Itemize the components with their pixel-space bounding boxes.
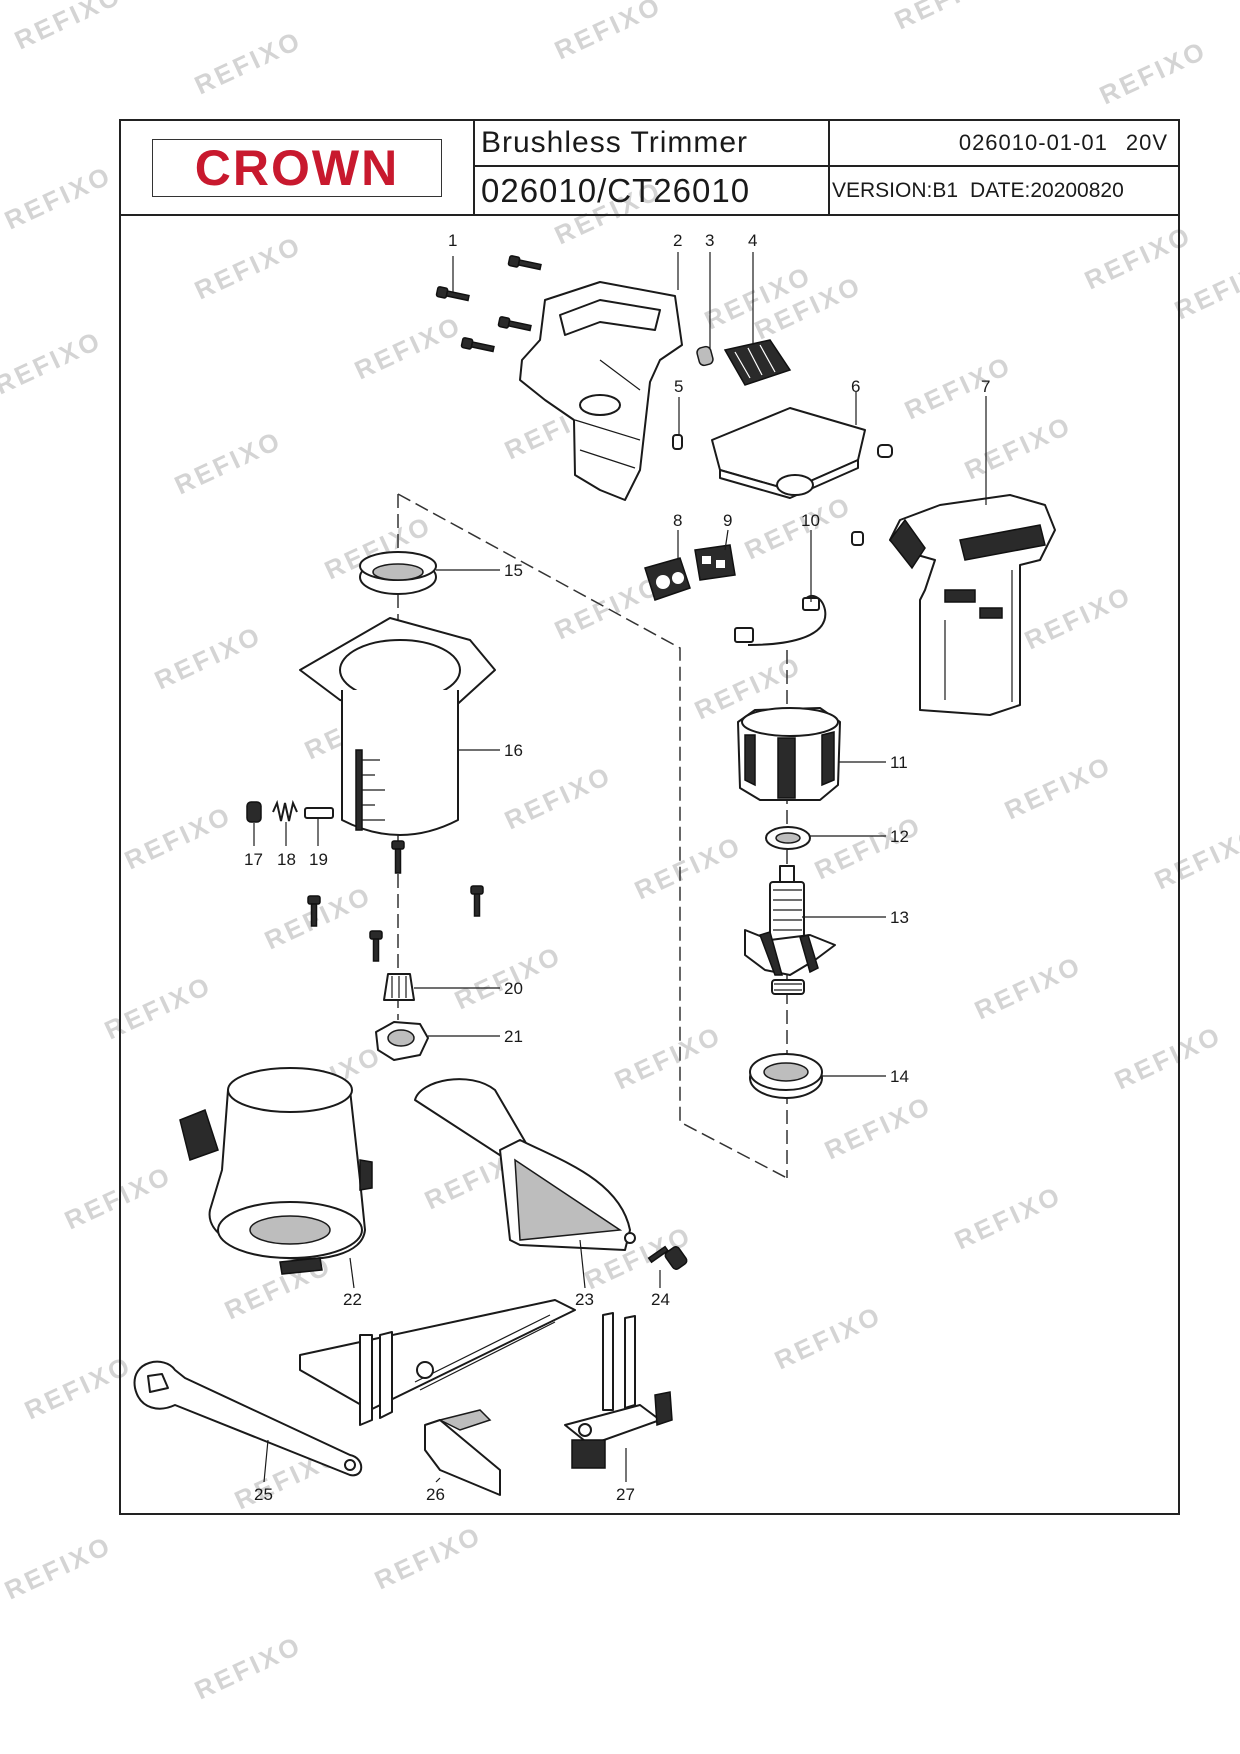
brand-logo: CROWN [152,138,442,197]
callout-part-16: 16 [504,741,523,760]
knob-part-17 [246,801,262,823]
cable-part-10 [734,594,827,646]
router-base-part-22 [179,1067,373,1275]
terminal-block-part-4 [723,339,792,386]
callout-part-18: 18 [277,850,296,869]
callout-part-9: 9 [723,511,732,530]
callout-part-22: 22 [343,1290,362,1309]
callout-part-2: 2 [673,231,682,250]
pin-part-5 [672,434,683,450]
pin-part-3 [696,345,714,367]
callout-part-12: 12 [890,827,909,846]
rotor-part-13 [744,865,836,995]
title-block: CROWN Brushless Trimmer 026010/CT26010 0… [121,121,1178,216]
callout-part-7: 7 [981,377,990,396]
guide-bracket-part-27 [564,1312,673,1469]
pcb-part-9 [694,544,736,581]
callout-part-13: 13 [890,908,909,927]
brand-logo-text: CROWN [194,139,400,196]
pin-near-part-6 [877,444,893,458]
product-name: Brushless Trimmer [475,121,830,167]
model-number: 026010/CT26010 [475,167,830,214]
callout-part-21: 21 [504,1027,523,1046]
callout-part-23: 23 [575,1290,594,1309]
callout-part-27: 27 [616,1485,635,1504]
callout-part-1: 1 [448,231,457,250]
document-code: 026010-01-01 [958,130,1108,155]
callout-part-6: 6 [851,377,860,396]
motor-base-part-16 [299,617,496,836]
voltage: 20V [1125,130,1168,155]
callout-part-4: 4 [748,231,757,250]
callout-part-26: 26 [426,1485,445,1504]
version: VERSION:B1 [832,178,959,202]
callout-part-14: 14 [890,1067,909,1086]
callout-part-15: 15 [504,561,523,580]
callout-part-5: 5 [674,377,683,396]
motor-housing-part-7 [889,494,1056,716]
callout-labels: 1 2 3 4 5 6 7 8 9 10 11 12 13 14 15 16 1… [244,231,990,1504]
callout-part-8: 8 [673,511,682,530]
base-screws [307,840,484,962]
bearing-part-14 [749,1053,823,1099]
collet-part-20 [383,973,415,1001]
cover-plate-part-6 [711,407,866,499]
document-code-cell: 026010-01-01 20V [830,121,1178,167]
switch-part-8 [644,557,691,601]
spring-part-18 [272,799,298,822]
knob-screw-part-24 [647,1245,688,1270]
version-cell: VERSION:B1 DATE:20200820 [830,167,1178,214]
stator-part-11 [737,707,841,801]
date: DATE:20200820 [970,178,1124,202]
callout-part-19: 19 [309,850,328,869]
ring-part-15 [359,551,437,595]
callout-part-11: 11 [890,753,908,772]
assembly-axes [397,493,788,1179]
pin-part-19 [304,807,334,819]
callout-part-3: 3 [705,231,714,250]
wrench-part-25 [133,1360,363,1477]
pin-near-part-7 [851,531,864,546]
callout-part-17: 17 [244,850,263,869]
drawing-sheet: CROWN Brushless Trimmer 026010/CT26010 0… [119,119,1180,1515]
screws-part-1 [435,255,542,353]
housing-half-part-2 [519,281,683,501]
dust-shroud-part-23 [414,1078,636,1251]
bearing-part-12 [765,826,811,850]
edge-guide-part-26 [299,1299,576,1496]
logo-cell: CROWN [121,121,475,214]
callout-part-24: 24 [651,1290,670,1309]
callout-part-20: 20 [504,979,523,998]
callout-part-10: 10 [801,511,820,530]
leader-lines [253,252,987,1483]
nut-part-21 [375,1021,429,1061]
callout-part-25: 25 [254,1485,273,1504]
